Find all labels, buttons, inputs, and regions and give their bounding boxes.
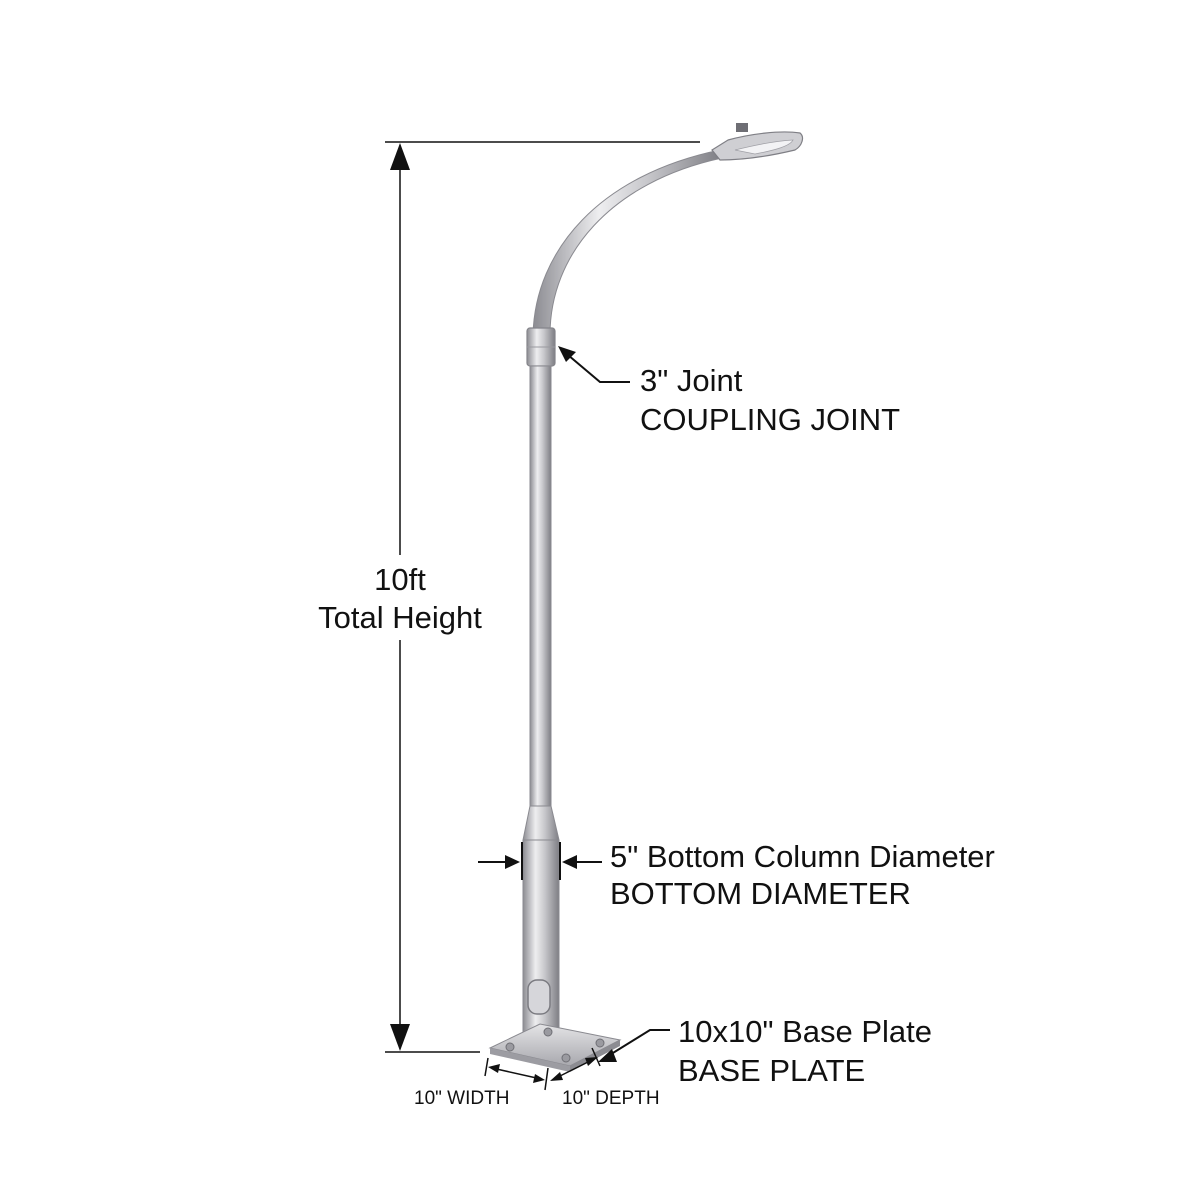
- diameter-callout-arrows: [478, 842, 602, 880]
- luminaire-head: [711, 123, 804, 161]
- joint-size-label: 3" Joint: [640, 363, 743, 398]
- height-arrow-bottom: [390, 1024, 410, 1051]
- joint-name-label: COUPLING JOINT: [640, 402, 901, 437]
- base-bolt: [595, 1038, 605, 1048]
- base-bolt: [505, 1042, 515, 1052]
- pole-upper-shaft: [529, 365, 552, 807]
- diameter-size-label: 5" Bottom Column Diameter: [610, 839, 995, 874]
- pole-taper: [522, 805, 560, 841]
- base-name-label: BASE PLATE: [678, 1053, 866, 1088]
- diameter-name-label: BOTTOM DIAMETER: [610, 876, 911, 911]
- base-bolt: [561, 1053, 571, 1063]
- height-label: Total Height: [318, 600, 482, 635]
- base-dimension-lines: [484, 1047, 601, 1091]
- pole-arm: [532, 149, 723, 336]
- light-pole: [488, 123, 804, 1072]
- base-width-label: 10" WIDTH: [414, 1088, 510, 1109]
- joint-callout-leader: [558, 346, 630, 383]
- hand-hole: [527, 979, 551, 1015]
- base-callout-leader: [598, 1029, 670, 1062]
- height-arrow-top: [390, 143, 410, 170]
- base-depth-label: 10" DEPTH: [562, 1088, 660, 1109]
- height-value: 10ft: [374, 562, 426, 597]
- height-dimension-line: [385, 141, 700, 1053]
- base-bolt: [543, 1027, 553, 1037]
- base-size-label: 10x10" Base Plate: [678, 1014, 933, 1049]
